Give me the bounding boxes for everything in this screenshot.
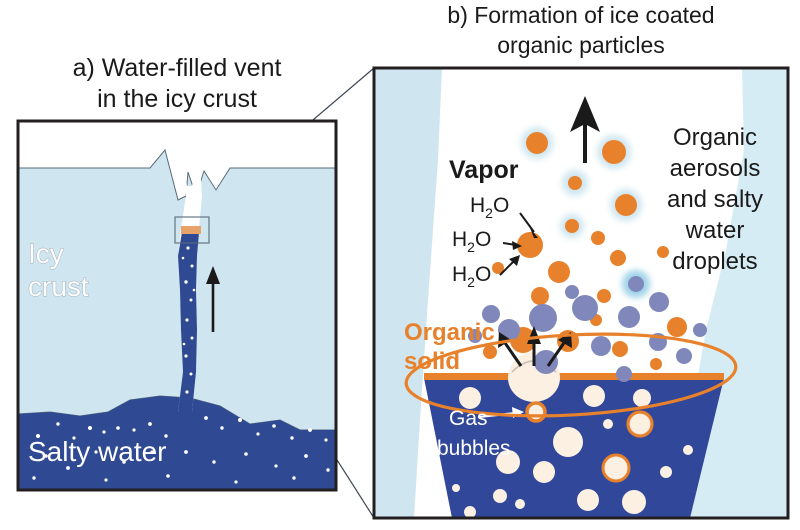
panel-a-caption-line2: in the icy crust bbox=[97, 85, 257, 113]
crust-left-b bbox=[374, 68, 442, 518]
panel-a bbox=[18, 121, 336, 490]
label-icy: Icy bbox=[28, 238, 64, 269]
label-organic: Organic bbox=[673, 124, 757, 151]
vent-organic-film bbox=[181, 226, 201, 234]
label-salty-water: Salty water bbox=[28, 436, 167, 467]
h2o-arrows bbox=[499, 212, 538, 276]
label-water: water bbox=[685, 217, 745, 244]
flow-arrow-a bbox=[206, 266, 220, 332]
panel-b bbox=[374, 68, 788, 518]
panel-a-caption-line1: a) Water-filled vent bbox=[73, 54, 282, 82]
label-crust: crust bbox=[28, 271, 89, 302]
label-gas: Gas bbox=[449, 407, 488, 430]
label-organic-solid-1: Organic bbox=[404, 319, 495, 346]
zoom-box-a bbox=[174, 216, 210, 244]
label-bubbles: bubbles bbox=[437, 437, 511, 460]
salty-water-body bbox=[18, 396, 336, 490]
organic-solid-highlight-ellipse bbox=[404, 332, 738, 418]
label-aerosols: aerosols bbox=[670, 155, 761, 182]
panel-b-caption-line2: organic particles bbox=[497, 32, 664, 58]
salty-water-bubbles bbox=[32, 416, 330, 484]
label-vapor: Vapor bbox=[449, 156, 519, 184]
panel-b-caption-line1: b) Formation of ice coated bbox=[447, 2, 714, 28]
panel-b-frame bbox=[372, 66, 790, 520]
vent-bubbles bbox=[181, 246, 196, 394]
label-and-salty: and salty bbox=[667, 186, 763, 213]
label-organic-solid-2: solid bbox=[404, 348, 460, 375]
organic-solid-layer bbox=[424, 373, 724, 380]
ice-coated-particles bbox=[521, 127, 650, 298]
panel-a-frame bbox=[16, 119, 338, 492]
label-droplets: droplets bbox=[672, 248, 757, 275]
salty-droplet-particles bbox=[468, 285, 707, 382]
vent-channel-water bbox=[178, 232, 199, 412]
gas-bubbles-group bbox=[452, 385, 693, 518]
vapor-flow-arrow bbox=[570, 96, 600, 163]
